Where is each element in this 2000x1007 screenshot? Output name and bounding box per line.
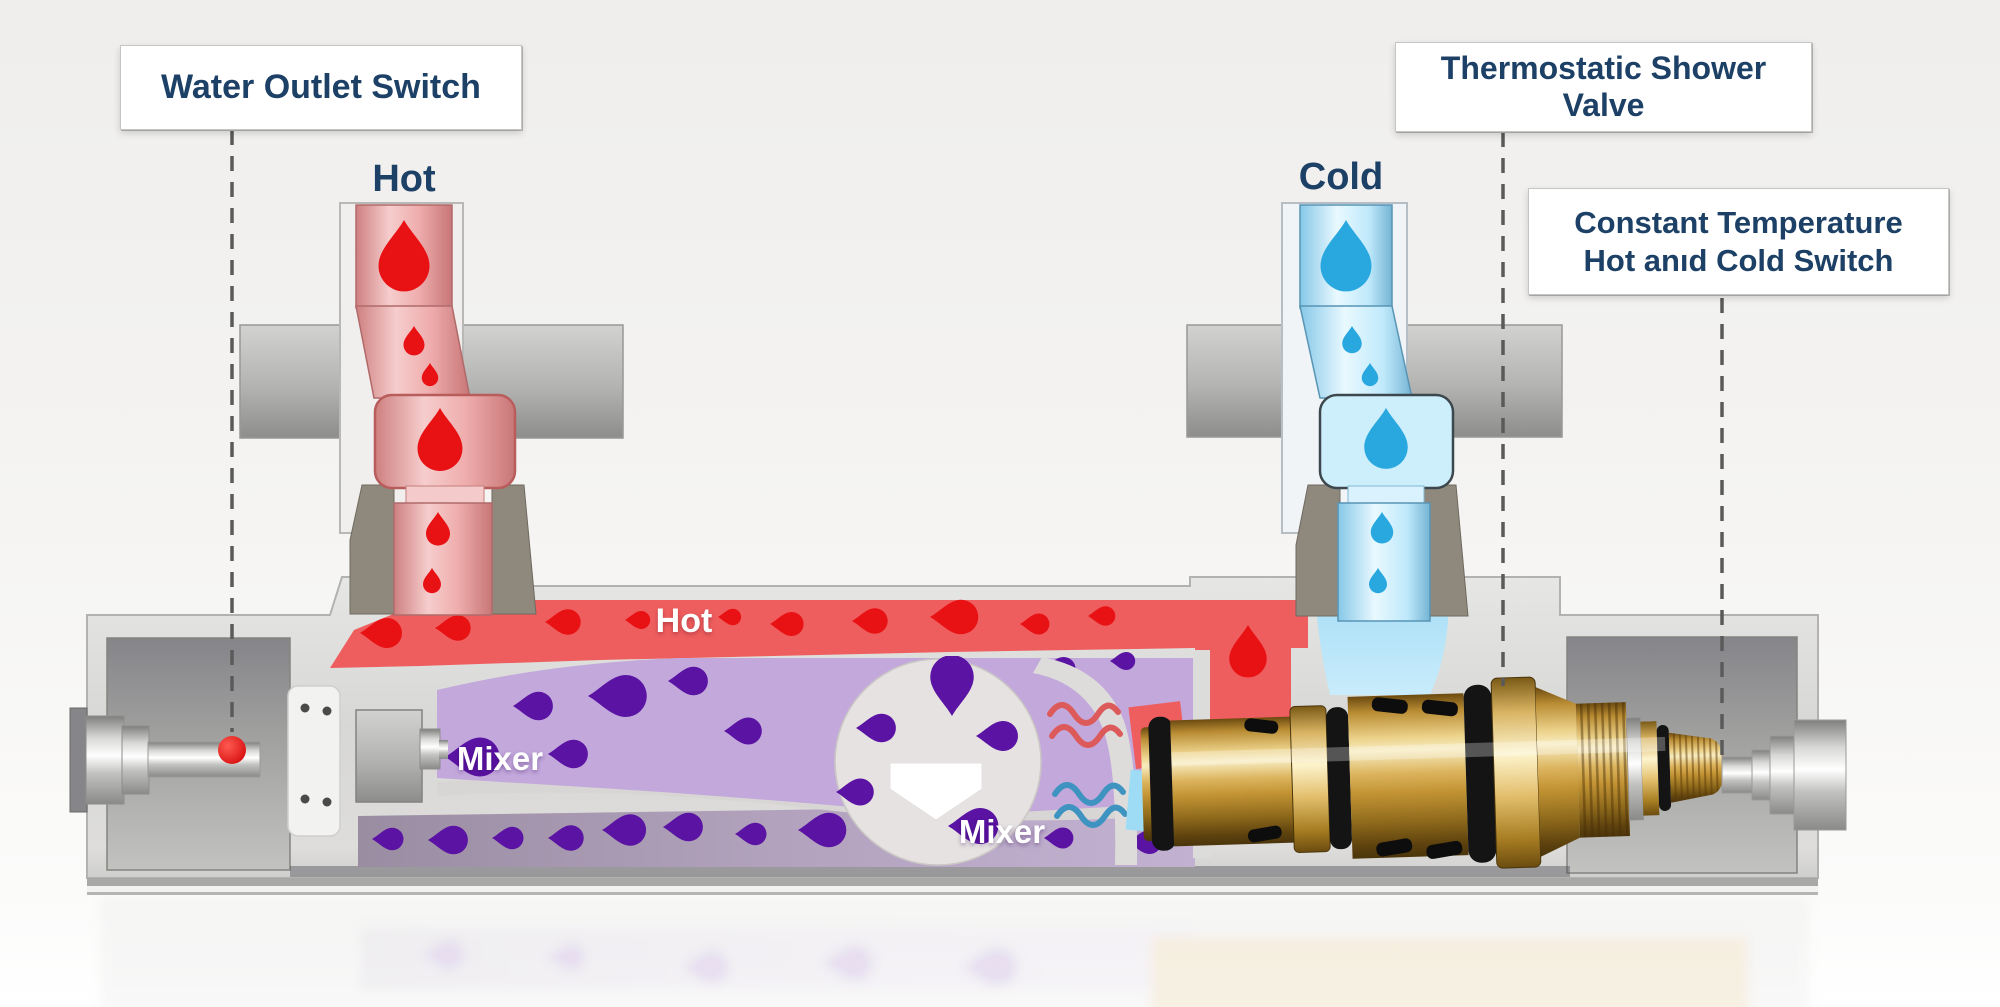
splined-stem (1668, 732, 1724, 803)
cold-inlet-label: Cold (1298, 156, 1384, 198)
callout-constant-temperature-line1: Constant Temperature (1574, 205, 1903, 241)
floor-reflection (100, 897, 1810, 1007)
callout-water-outlet-switch: Water Outlet Switch (120, 45, 522, 130)
heat-waves-icon (1047, 702, 1123, 748)
o-ring (1326, 707, 1352, 850)
hot-channel-label: Hot (655, 602, 713, 640)
right-bushing (1721, 719, 1847, 831)
outlet-mechanism (287, 685, 448, 837)
callout-thermostatic-shower-valve-label: Thermostatic Shower Valve (1440, 50, 1767, 123)
cold-waves-icon (1052, 782, 1128, 828)
thermostatic-cartridge (1140, 676, 1724, 869)
body-bottom-edge (87, 878, 1818, 886)
mixer-upper-label: Mixer (456, 740, 544, 777)
flow-arrow-icon (889, 762, 983, 821)
mounting-plate (287, 685, 341, 837)
mixer-lower-label: Mixer (958, 813, 1046, 850)
red-indicator-dot (218, 736, 246, 764)
knurled-collar (1575, 702, 1631, 838)
plate-screw-holes (300, 703, 332, 807)
interior-bottom-shadow (290, 866, 1570, 877)
o-ring (1148, 716, 1176, 851)
hot-inlet-label: Hot (372, 158, 436, 200)
o-ring (1656, 724, 1672, 811)
callout-water-outlet-switch-label: Water Outlet Switch (161, 68, 481, 106)
cold-inlet-pipe (1281, 202, 1469, 622)
callout-constant-temperature: Constant Temperature Hot anıd Cold Switc… (1528, 188, 1949, 295)
callout-thermostatic-shower-valve: Thermostatic Shower Valve (1395, 42, 1812, 132)
piston-block (355, 709, 423, 803)
hot-left-block (239, 324, 341, 439)
hot-inlet-pipe (339, 202, 537, 616)
cold-left-block (1186, 324, 1283, 438)
o-ring (1463, 684, 1497, 863)
callout-constant-temperature-line2: Hot anıd Cold Switch (1583, 242, 1894, 278)
